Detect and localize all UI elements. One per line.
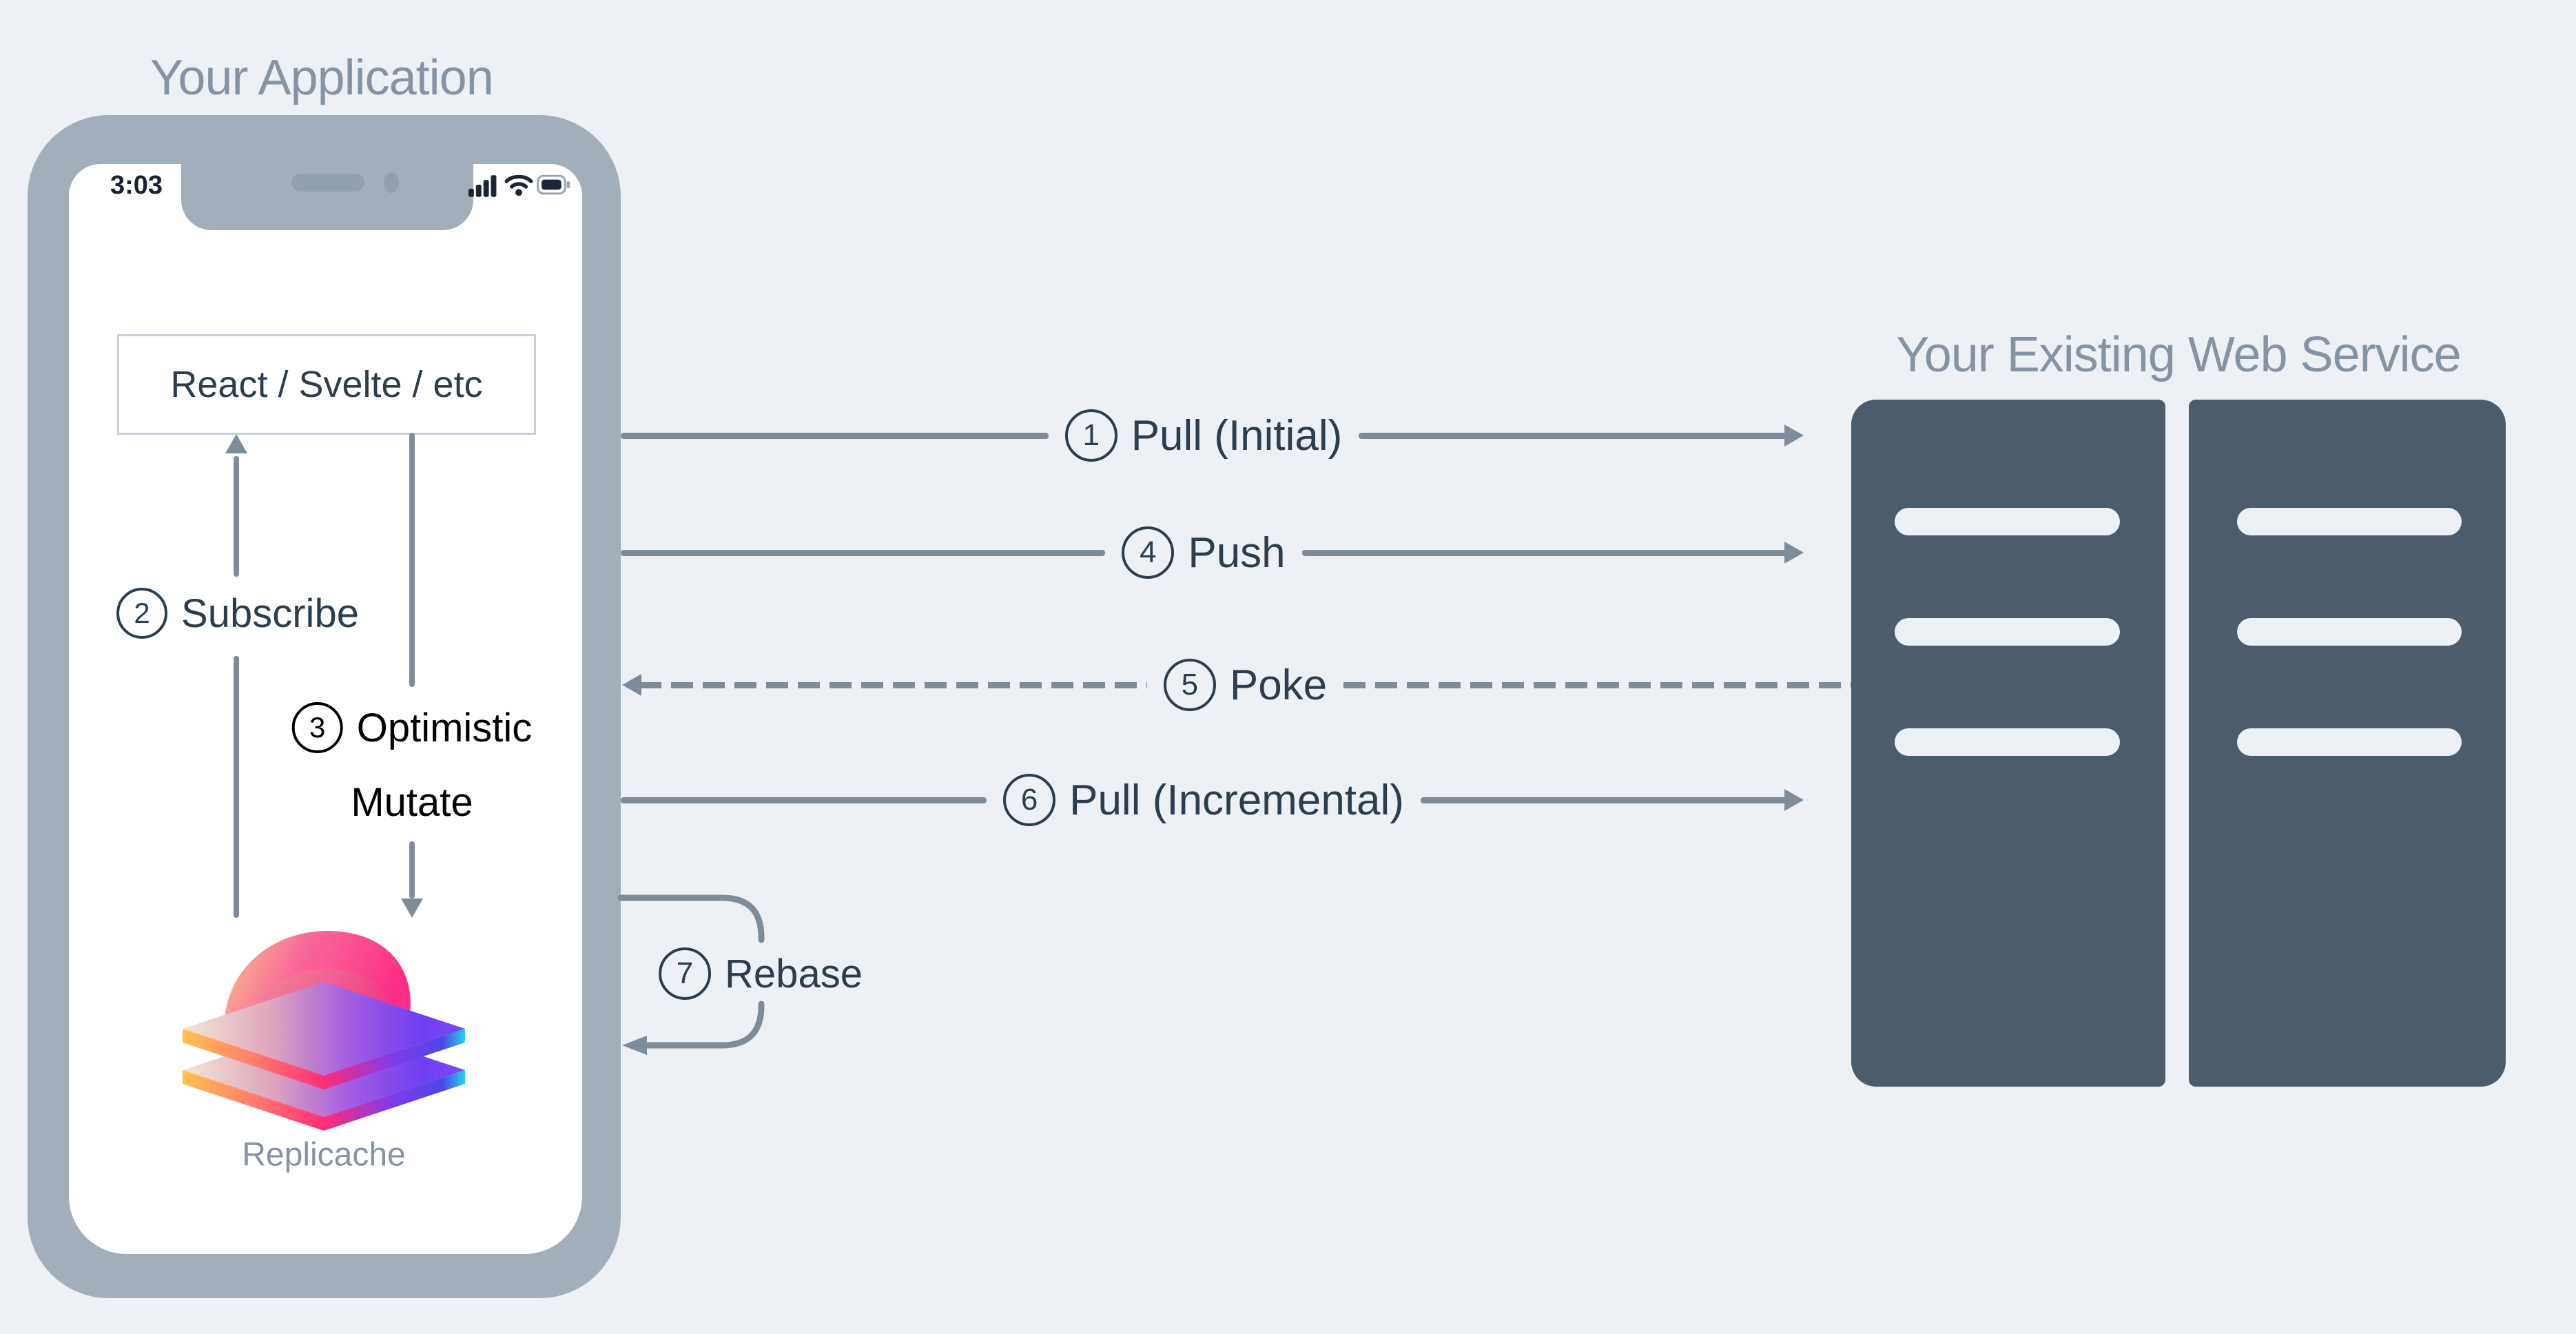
camera-icon — [384, 172, 399, 193]
mutate-text-line2: Mutate — [351, 779, 473, 825]
step-circle: 5 — [1163, 659, 1216, 711]
flow-push: 4 Push — [621, 526, 1805, 579]
service-panel-title: Your Existing Web Service — [1896, 327, 2461, 382]
flow-line — [1301, 549, 1787, 556]
battery-icon — [537, 174, 570, 195]
mutate-text-line1: Optimistic — [356, 705, 533, 750]
arrow-right-icon — [1784, 789, 1804, 811]
flow-line-dashed — [1343, 681, 1852, 688]
flow-line — [1420, 797, 1787, 803]
flow-line — [621, 432, 1049, 439]
server-slot — [2237, 728, 2462, 756]
flow-rebase-label: 7 Rebase — [659, 947, 863, 1000]
arrow-left-icon — [622, 1036, 647, 1055]
flow-pull-initial: 1 Pull (Initial) — [621, 409, 1805, 462]
speaker-icon — [291, 174, 364, 192]
framework-box: React / Svelte / etc — [117, 334, 536, 435]
flow-label: 5 Poke — [1147, 659, 1343, 711]
logo-label: Replicache — [242, 1136, 406, 1173]
flow-label: 1 Pull (Initial) — [1049, 409, 1359, 462]
flow-text: Poke — [1229, 661, 1328, 709]
phone-notch — [181, 164, 473, 230]
subscribe-text: Subscribe — [181, 591, 359, 636]
server-slot — [1895, 508, 2120, 535]
server-tower-left — [1851, 400, 2165, 1087]
step-circle: 2 — [116, 588, 168, 639]
flow-line — [621, 797, 987, 803]
flow-text: Rebase — [725, 951, 863, 996]
server-slot — [2237, 618, 2462, 646]
step-circle: 6 — [1003, 774, 1056, 826]
flow-text: Pull (Incremental) — [1069, 776, 1404, 824]
wifi-icon — [504, 174, 533, 196]
flow-poke: 5 Poke — [621, 659, 1852, 711]
flow-text: Push — [1188, 529, 1286, 577]
step-circle: 7 — [659, 947, 712, 1000]
subscribe-line-bottom — [234, 656, 239, 918]
arrow-down-icon — [401, 899, 423, 918]
arrow-up-icon — [225, 434, 247, 453]
subscribe-label: 2 Subscribe — [116, 588, 359, 639]
phone-mockup: 3:03 React / S — [28, 115, 621, 1298]
server-slot — [1895, 728, 2120, 756]
status-bar-icons — [468, 174, 570, 197]
step-circle: 1 — [1064, 409, 1117, 462]
subscribe-line-top — [234, 456, 239, 577]
replicache-logo — [183, 931, 465, 1131]
flow-label: 4 Push — [1105, 526, 1301, 579]
mutate-label: 3 Optimistic Mutate — [291, 690, 533, 839]
server-slot — [1895, 618, 2120, 646]
app-panel-title: Your Application — [150, 50, 494, 105]
flow-line — [621, 549, 1106, 556]
rebase-loop-arrow — [617, 894, 765, 1055]
server-slot — [2237, 508, 2462, 535]
mutate-line-bottom — [409, 841, 415, 899]
arrow-right-icon — [1784, 542, 1804, 564]
phone-screen: 3:03 React / S — [69, 164, 582, 1254]
flow-pull-incremental: 6 Pull (Incremental) — [621, 774, 1805, 826]
step-circle: 3 — [291, 702, 343, 753]
mutate-line-top — [409, 433, 415, 687]
server-tower-right — [2189, 400, 2506, 1087]
arrow-right-icon — [1784, 424, 1804, 447]
arrow-left-icon — [622, 674, 641, 696]
flow-line-dashed — [639, 681, 1147, 688]
signal-icon — [468, 175, 497, 197]
flow-label: 6 Pull (Incremental) — [987, 774, 1421, 826]
flow-text: Pull (Initial) — [1131, 411, 1343, 460]
flow-line — [1359, 432, 1787, 439]
step-circle: 4 — [1122, 526, 1175, 579]
status-bar-time: 3:03 — [110, 171, 163, 200]
